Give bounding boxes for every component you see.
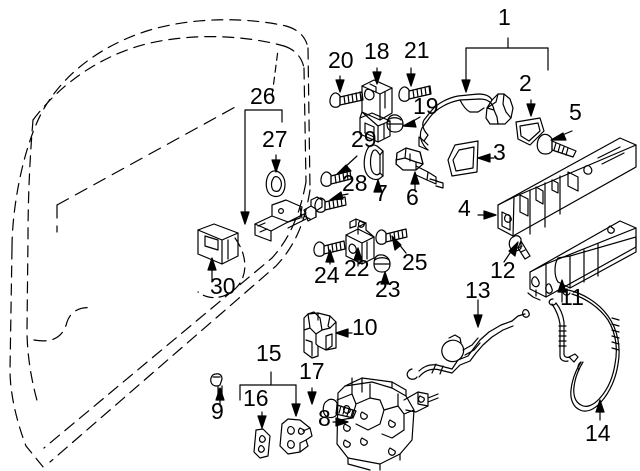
inside-handle-cable [406,309,530,380]
lock-cylinder [395,147,444,189]
callout-28[interactable]: 28 [342,170,368,196]
check-arm-cover [265,170,286,198]
leader-24 [325,249,335,265]
leader-7 [373,179,383,193]
leader-29 [336,155,358,175]
callout-18[interactable]: 18 [364,38,390,64]
callout-5[interactable]: 5 [569,99,582,125]
callout-7[interactable]: 7 [375,180,388,206]
door-inner-panel-cutout [197,237,246,299]
handle-cover-cap [447,140,479,177]
latch-mounting-bracket [345,218,375,265]
handle-to-latch-rod [527,220,637,301]
callout-26[interactable]: 26 [250,83,276,109]
door-latch-assembly [336,377,439,471]
leader-13 [473,299,483,328]
check-arm-stop-block [197,223,239,265]
handle-end-cap-bezel [515,117,545,146]
callout-9[interactable]: 9 [211,398,224,424]
callout-15[interactable]: 15 [256,340,282,366]
screw-21 [398,85,432,102]
leader-20 [335,75,345,93]
door-outline [9,19,311,469]
leader-16 [257,411,267,429]
door-beltline [56,105,238,233]
callout-2[interactable]: 2 [519,70,532,96]
outside-door-handle [418,93,514,151]
callout-8[interactable]: 8 [318,405,331,431]
leader-18 [372,67,382,85]
callout-3[interactable]: 3 [493,139,506,165]
leader-2 [526,99,536,117]
leader-22 [353,247,363,267]
striker-15 [279,418,313,455]
callout-4[interactable]: 4 [458,195,471,221]
leader-10 [335,328,353,338]
callout-23[interactable]: 23 [375,276,401,302]
lock-cylinder-bezel [363,144,384,181]
callout-10[interactable]: 10 [352,314,378,340]
leader-11 [557,279,567,303]
callout-24[interactable]: 24 [314,262,340,288]
callout-1[interactable]: 1 [498,4,511,30]
bushing-23 [373,254,391,273]
callout-11[interactable]: 11 [560,284,584,310]
screw-5 [536,133,577,158]
handle-base-bracket [497,137,637,237]
callout-21[interactable]: 21 [404,37,430,63]
callout-13[interactable]: 13 [465,277,491,303]
callout-19[interactable]: 19 [413,93,439,119]
leader-3 [477,153,495,163]
leader-4 [477,210,497,220]
callout-29[interactable]: 29 [351,126,377,152]
leader-12 [503,241,519,263]
leader-27 [271,154,281,173]
screw-24 [313,240,346,257]
callout-14[interactable]: 14 [585,420,611,446]
lock-actuator-bracket [303,311,337,359]
leader-28 [329,191,349,201]
callout-20[interactable]: 20 [328,47,354,73]
callout-16[interactable]: 16 [243,385,269,411]
leader-15 [239,371,301,417]
leader-1 [461,37,549,93]
plug-cap-19 [386,114,404,133]
door-lower-edge [33,181,311,463]
leader-26 [240,49,283,225]
leader-23 [380,271,390,286]
screw-25 [375,228,408,245]
callout-22[interactable]: 22 [344,255,370,281]
callout-6[interactable]: 6 [406,184,419,210]
leader-8 [332,417,349,427]
leader-21 [406,67,416,87]
striker-shim-16 [253,428,271,459]
lock-control-cable [548,288,620,412]
screw-12 [508,235,531,260]
leader-6 [410,171,420,191]
leader-25 [391,235,407,254]
callout-25[interactable]: 25 [402,249,428,275]
leader-9 [215,387,225,407]
screw-20 [329,91,364,108]
leader-17 [307,387,317,405]
check-arm-assembly [254,196,323,242]
callout-17[interactable]: 17 [299,358,325,384]
leader-14 [595,399,605,421]
handle-support-bracket [359,79,393,143]
callout-27[interactable]: 27 [262,126,288,152]
leader-30 [207,257,217,283]
leader-5 [550,130,573,141]
callout-30[interactable]: 30 [210,273,236,299]
leader-19 [402,116,421,128]
callout-12[interactable]: 12 [490,257,516,283]
